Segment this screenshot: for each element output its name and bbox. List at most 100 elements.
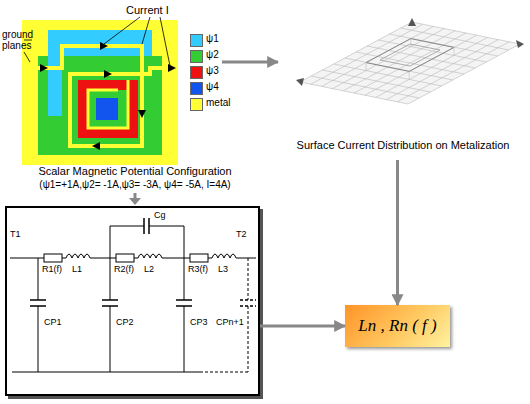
- resistor-symbol: [44, 254, 62, 262]
- wire: [62, 258, 66, 259]
- node-text: Current I: [126, 4, 206, 16]
- axis-tip: [408, 18, 416, 26]
- arrow-head: [100, 42, 108, 50]
- inductor-symbol: [138, 254, 162, 258]
- mesh-line: [343, 31, 455, 91]
- current-plot: Surface Current Distribution on Metaliza…: [278, 15, 528, 160]
- wire: [90, 258, 116, 259]
- axis-tip: [516, 40, 524, 48]
- legend-swatch: [190, 34, 203, 47]
- legend-text: ψ4: [206, 81, 246, 92]
- legend-text: ψ1: [206, 33, 246, 44]
- wire: [184, 306, 185, 372]
- current-mesh: [296, 18, 524, 104]
- mesh-plane: [300, 22, 520, 104]
- config-arrow: [129, 193, 141, 205]
- node-text: T1: [10, 230, 50, 240]
- wire: [236, 258, 256, 259]
- arrow-head: [92, 142, 100, 150]
- ground-rail: [12, 372, 200, 373]
- metal-trace: [22, 46, 178, 146]
- psi3-region: [78, 80, 138, 138]
- wire: [208, 258, 212, 259]
- leader-line: [142, 17, 150, 44]
- node-text: T2: [236, 230, 276, 240]
- node-text: CP2: [116, 318, 156, 328]
- inductor-symbol: [212, 254, 236, 258]
- legend-text: metal: [206, 97, 246, 108]
- mesh-spike: [409, 71, 410, 79]
- capacitor-plate: [30, 299, 46, 301]
- flow-arrow: [260, 325, 345, 328]
- arrow-head: [104, 70, 112, 78]
- wire: [248, 258, 249, 300]
- resistor-symbol: [190, 254, 208, 262]
- layout-illustration: Current I ground planes: [0, 0, 222, 168]
- wire: [110, 226, 144, 258]
- axis-tip: [296, 78, 304, 86]
- node-text: L2: [144, 265, 184, 275]
- spiral-layout: [22, 17, 178, 165]
- node-text: CP1: [44, 318, 84, 328]
- capacitor-plate: [143, 218, 145, 234]
- legend-swatch: [190, 66, 203, 79]
- node-text: Surface Current Distribution on Metaliza…: [278, 139, 528, 151]
- arrow-head: [129, 198, 141, 205]
- arrow-head: [40, 64, 48, 72]
- mesh-peak-ring: [366, 39, 454, 72]
- leader-line: [24, 52, 30, 62]
- caption-label: Scalar Magnetic Potential Configuration: [5, 165, 265, 177]
- node-text: Cg: [154, 211, 194, 221]
- wire: [110, 258, 111, 300]
- leader-lines: [24, 17, 170, 66]
- circuit-box: T1T2R1(f)L1R2(f)L2R3(f)L3CgCP1CP2CP3CPn+…: [5, 206, 260, 396]
- wire: [10, 258, 44, 259]
- wire: [38, 258, 39, 300]
- mesh-peak-ring: [380, 44, 440, 66]
- legend-swatch: [190, 98, 203, 111]
- legend-text: ψ2: [206, 49, 246, 60]
- arrow-head: [138, 110, 146, 118]
- arrow-head: [168, 64, 176, 72]
- mesh-line: [365, 35, 477, 95]
- leader-line: [104, 17, 140, 44]
- mesh-line: [311, 24, 423, 84]
- caption-label: (ψ1=+1A,ψ2= -1A,ψ3= -3A, ψ4= -5A, I=4A): [0, 179, 270, 190]
- legend-swatch: [190, 82, 203, 95]
- wire: [162, 258, 190, 259]
- mesh-spike: [366, 63, 367, 71]
- node-text: L1: [72, 265, 112, 275]
- mesh-line: [376, 37, 488, 97]
- mesh-line: [354, 33, 466, 93]
- result-box: Ln , Rn ( f ): [345, 305, 450, 347]
- wire: [248, 306, 249, 372]
- node-text: CPn+1: [216, 318, 256, 328]
- metal-plane: [22, 20, 178, 165]
- inductor-symbol: [66, 254, 90, 258]
- capacitor-plate: [240, 299, 256, 301]
- metal-trace-inner: [88, 80, 128, 128]
- leader-line: [160, 17, 170, 66]
- psi1-strip: [48, 56, 62, 116]
- node-text: ground planes: [2, 29, 40, 51]
- psi2-inner: [88, 90, 128, 128]
- wire: [149, 226, 184, 258]
- psi4-region: [96, 98, 118, 120]
- mesh-line: [332, 29, 444, 89]
- node-text: L3: [218, 265, 258, 275]
- current-arrows: [40, 42, 176, 150]
- capacitor-plate: [102, 299, 118, 301]
- ladder-circuit: [10, 218, 256, 372]
- ground-rail: [200, 372, 248, 373]
- mesh-line: [397, 42, 509, 102]
- mesh-spike: [454, 47, 455, 55]
- wire: [110, 306, 111, 372]
- mesh-line: [386, 40, 498, 100]
- wire: [184, 258, 185, 300]
- capacitor-plate: [176, 299, 192, 301]
- wire: [134, 258, 138, 259]
- legend-text: ψ3: [206, 65, 246, 76]
- legend-swatch: [190, 50, 203, 63]
